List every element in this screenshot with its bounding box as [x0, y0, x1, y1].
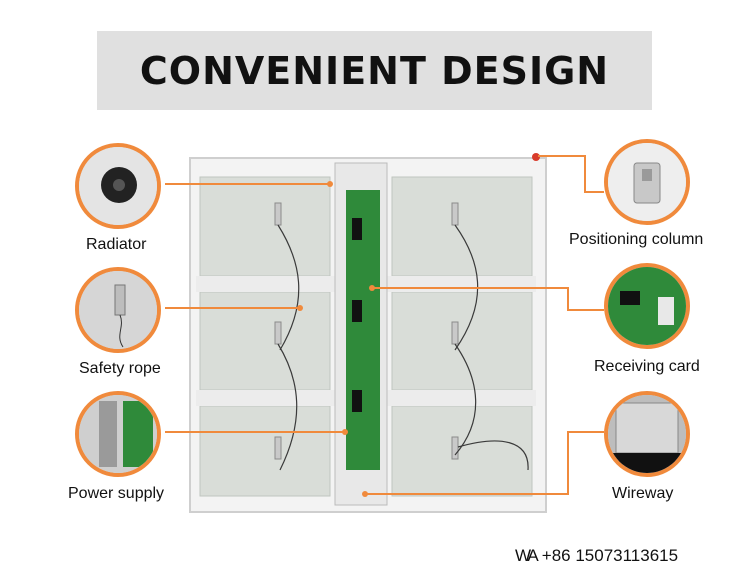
wireway-icon [608, 395, 686, 473]
leader-dot [297, 305, 303, 311]
receiving-card-callout [604, 263, 690, 349]
leader-dot [342, 429, 348, 435]
wireway-callout [604, 391, 690, 477]
fan-icon [79, 147, 157, 225]
watermark-phone: +86 15073113615 [541, 546, 679, 565]
handle [451, 202, 459, 226]
power-supply-callout [75, 391, 161, 477]
module-panel [391, 176, 533, 277]
handle [274, 321, 282, 345]
board-chip [352, 390, 362, 412]
handle [274, 202, 282, 226]
board-chip [352, 218, 362, 240]
wireway-label: Wireway [612, 485, 674, 502]
safety-rope-wire [454, 343, 477, 456]
module-panel [391, 405, 533, 497]
leader-dot [327, 181, 333, 187]
module-panel [199, 176, 331, 277]
positioning-column-callout [604, 139, 690, 225]
power-supply-icon [79, 395, 157, 473]
safety-rope-callout [75, 267, 161, 353]
watermark: WA+86 15073113615 [515, 546, 678, 566]
radiator-label: Radiator [86, 236, 147, 253]
title-banner: CONVENIENT DESIGN [97, 31, 652, 110]
board-chip [352, 300, 362, 322]
safety-rope-label: Safety rope [79, 360, 161, 377]
safety-rope-wire [277, 343, 298, 471]
radiator-callout [75, 143, 161, 229]
leader-line [538, 155, 604, 193]
positioning-column-label: Positioning column [569, 231, 704, 248]
safety-rope-wire [454, 224, 479, 351]
handle [451, 321, 459, 345]
circuit-board [346, 190, 380, 470]
rope-icon [79, 271, 157, 349]
watermark-prefix: WA [515, 546, 539, 565]
leader-dot [362, 491, 368, 497]
safety-rope-wire [457, 440, 529, 471]
module-panel [199, 405, 331, 497]
column-icon [608, 143, 686, 221]
receiving-card-label: Receiving card [594, 358, 700, 375]
receiving-card-icon [608, 267, 686, 345]
leader-dot [369, 285, 375, 291]
module-panel [199, 291, 331, 391]
module-panel [391, 291, 533, 391]
leader-line [372, 287, 604, 311]
leader-line [365, 431, 604, 495]
page-title: CONVENIENT DESIGN [139, 48, 610, 93]
handle [274, 436, 282, 460]
handle [451, 436, 459, 460]
safety-rope-wire [277, 224, 300, 351]
power-supply-label: Power supply [68, 485, 165, 502]
